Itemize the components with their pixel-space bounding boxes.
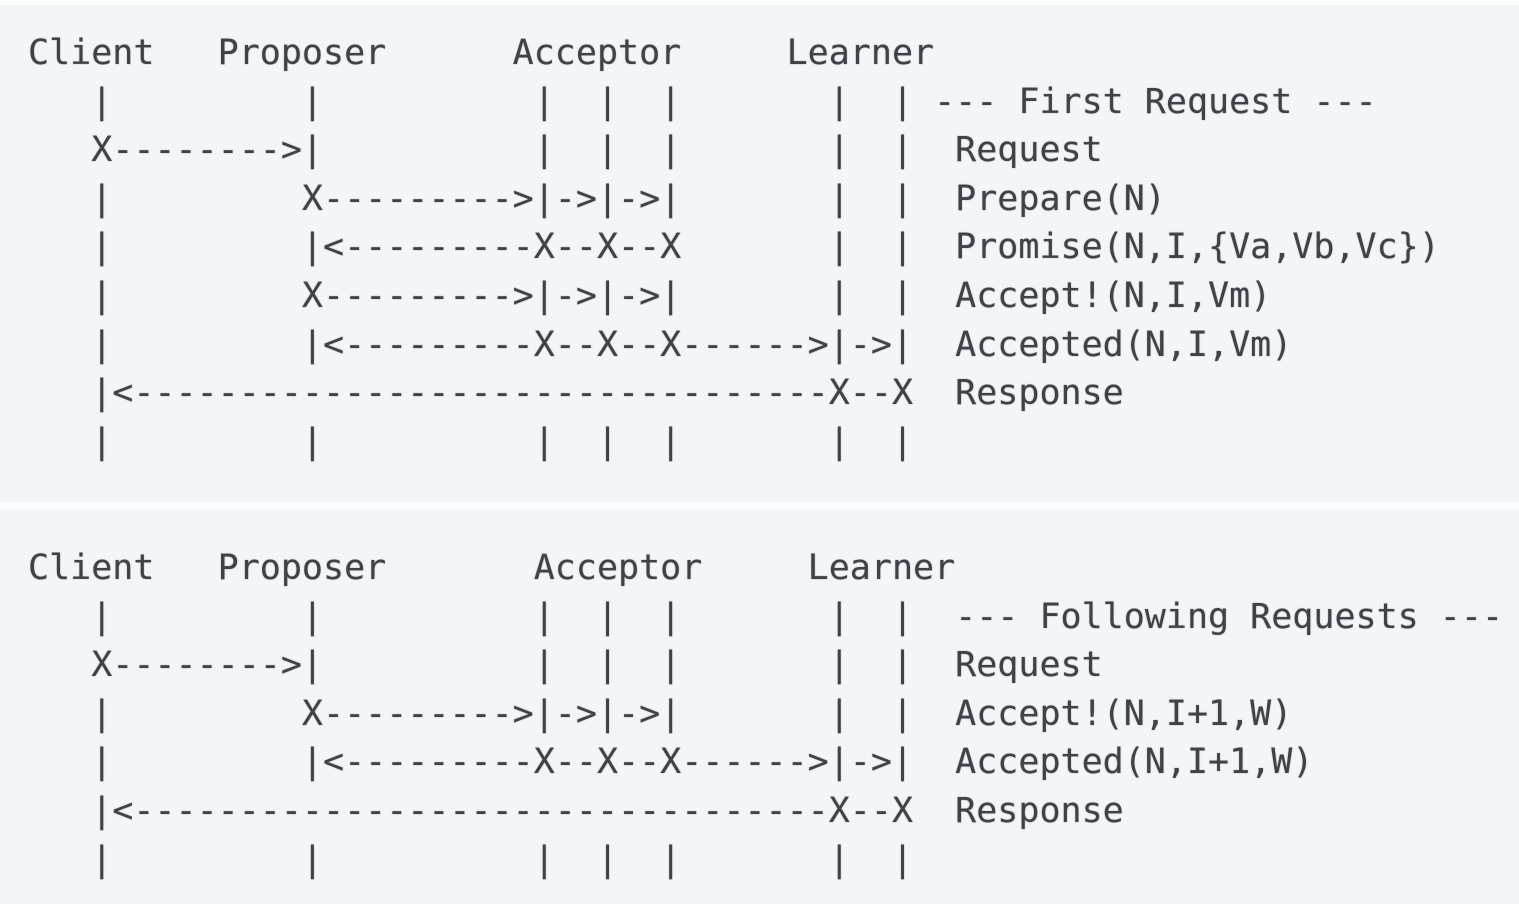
following-requests-ascii-diagram: Client Proposer Acceptor Learner | | | |… <box>28 548 1504 880</box>
first-request-panel: Client Proposer Acceptor Learner | | | |… <box>0 5 1519 502</box>
following-requests-panel: Client Proposer Acceptor Learner | | | |… <box>0 509 1519 904</box>
panel-divider <box>0 502 1519 509</box>
first-request-ascii-diagram: Client Proposer Acceptor Learner | | | |… <box>28 33 1440 462</box>
